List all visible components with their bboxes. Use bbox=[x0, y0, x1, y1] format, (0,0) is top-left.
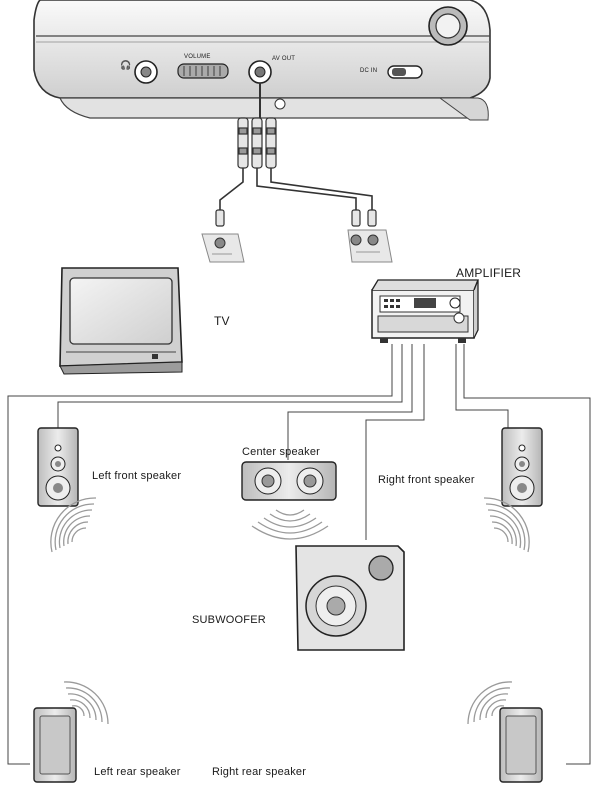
center-speaker bbox=[241, 461, 337, 501]
volume-wheel-icon bbox=[177, 63, 229, 79]
left-front-speaker bbox=[37, 427, 79, 507]
right-front-sound-waves bbox=[483, 497, 530, 553]
tv-label: TV bbox=[214, 314, 230, 328]
right-rear-sound-waves bbox=[467, 681, 513, 725]
center-speaker-label: Center speaker bbox=[242, 446, 321, 458]
left-rear-speaker bbox=[33, 707, 77, 783]
av-out-label: AV OUT bbox=[272, 56, 296, 62]
right-front-speaker-label: Right front speaker bbox=[378, 474, 475, 486]
left-front-sound-waves bbox=[50, 497, 97, 553]
headphones-icon: 🎧 bbox=[120, 59, 131, 71]
screw-icon bbox=[274, 98, 286, 110]
speaker-wiring bbox=[7, 344, 591, 765]
subwoofer bbox=[295, 545, 405, 651]
right-front-speaker bbox=[501, 427, 543, 507]
subwoofer-label: SUBWOOFER bbox=[192, 614, 266, 626]
amp-input-plate bbox=[347, 229, 393, 263]
dc-in-label: DC IN bbox=[360, 68, 378, 74]
tv-set bbox=[59, 267, 183, 375]
volume-label: VOLUME bbox=[184, 54, 211, 60]
amplifier-label: AMPLIFIER bbox=[456, 266, 522, 280]
right-rear-speaker bbox=[499, 707, 543, 783]
amplifier bbox=[371, 279, 479, 343]
center-sound-waves bbox=[251, 509, 329, 540]
rca-cable bbox=[215, 83, 377, 227]
left-front-speaker-label: Left front speaker bbox=[92, 470, 182, 482]
tv-input-plate bbox=[201, 233, 245, 263]
left-rear-speaker-label: Left rear speaker bbox=[94, 766, 181, 778]
dvd-player: 🎧 bbox=[33, 0, 491, 121]
left-rear-sound-waves bbox=[63, 681, 109, 725]
right-rear-speaker-label: Right rear speaker bbox=[212, 766, 307, 778]
